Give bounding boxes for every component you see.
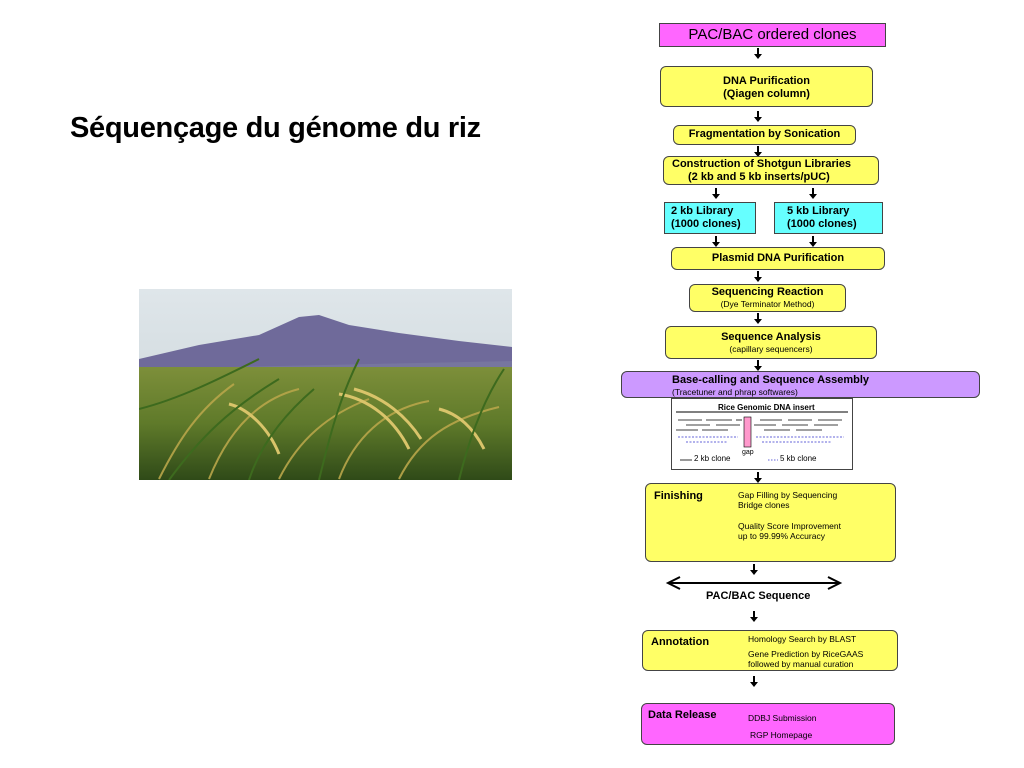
assembly-insert-diagram: Rice Genomic DNA insert gap 2 kb clone 5… — [671, 398, 853, 470]
ddbj-submission: DDBJ Submission — [748, 713, 817, 723]
finishing-accuracy: up to 99.99% Accuracy — [738, 531, 825, 541]
annotation-blast: Homology Search by BLAST — [748, 634, 857, 644]
shotgun-sub: (2 kb and 5 kb inserts/pUC) — [688, 171, 830, 183]
sequence-analysis-sub: (capillary sequencers) — [729, 344, 813, 354]
finishing-gap-filling: Gap Filling by Sequencing — [738, 490, 838, 500]
library-2kb-label: 2 kb Library — [671, 205, 734, 217]
shotgun-libraries-box: Construction of Shotgun Libraries (2 kb … — [663, 156, 879, 185]
annotation-curation: followed by manual curation — [748, 659, 854, 669]
insert-title: Rice Genomic DNA insert — [718, 403, 815, 412]
pac-bac-sequence-label: PAC/BAC Sequence — [706, 590, 811, 602]
gap-label: gap — [742, 449, 754, 456]
base-calling-sub: (Tracetuner and phrap softwares) — [672, 387, 798, 397]
double-arrow-icon — [665, 576, 843, 590]
sequencing-reaction-box: Sequencing Reaction (Dye Terminator Meth… — [689, 284, 846, 312]
clone-2kb-legend: 2 kb clone — [694, 454, 731, 463]
sequence-analysis-label: Sequence Analysis — [721, 331, 821, 343]
finishing-box: Finishing Gap Filling by Sequencing Brid… — [645, 483, 896, 562]
rice-field-photo — [139, 289, 512, 480]
dna-purification-label: DNA Purification — [723, 75, 810, 87]
base-calling-box: Base-calling and Sequence Assembly (Trac… — [621, 371, 980, 398]
base-calling-label: Base-calling and Sequence Assembly — [672, 374, 870, 386]
dna-purification-sub: (Qiagen column) — [723, 88, 810, 100]
sequencing-reaction-label: Sequencing Reaction — [711, 286, 824, 298]
slide-title: Séquençage du génome du riz — [70, 112, 481, 144]
plasmid-purification-box: Plasmid DNA Purification — [671, 247, 885, 270]
pac-bac-ordered-clones-box: PAC/BAC ordered clones — [659, 23, 886, 47]
shotgun-label: Construction of Shotgun Libraries — [672, 158, 852, 170]
data-release-label: Data Release — [648, 709, 717, 721]
finishing-quality-score: Quality Score Improvement — [738, 521, 841, 531]
fragmentation-box: Fragmentation by Sonication — [673, 125, 856, 145]
finishing-label: Finishing — [654, 490, 703, 502]
finishing-bridge-clones: Bridge clones — [738, 500, 790, 510]
library-5kb-sub: (1000 clones) — [787, 218, 857, 230]
library-2kb-sub: (1000 clones) — [671, 218, 741, 230]
sequence-analysis-box: Sequence Analysis (capillary sequencers) — [665, 326, 877, 359]
data-release-box: Data Release DDBJ Submission RGP Homepag… — [641, 703, 895, 745]
assembly-lines — [676, 411, 848, 461]
annotation-label: Annotation — [651, 636, 710, 648]
annotation-box: Annotation Homology Search by BLAST Gene… — [642, 630, 898, 671]
clone-5kb-legend: 5 kb clone — [780, 454, 817, 463]
library-5kb-label: 5 kb Library — [787, 205, 850, 217]
library-5kb-box: 5 kb Library (1000 clones) — [774, 202, 883, 234]
dna-purification-box: DNA Purification (Qiagen column) — [660, 66, 873, 107]
rgp-homepage: RGP Homepage — [750, 730, 813, 740]
sequencing-reaction-sub: (Dye Terminator Method) — [720, 299, 815, 309]
annotation-ricegaas: Gene Prediction by RiceGAAS — [748, 649, 864, 659]
library-2kb-box: 2 kb Library (1000 clones) — [664, 202, 756, 234]
